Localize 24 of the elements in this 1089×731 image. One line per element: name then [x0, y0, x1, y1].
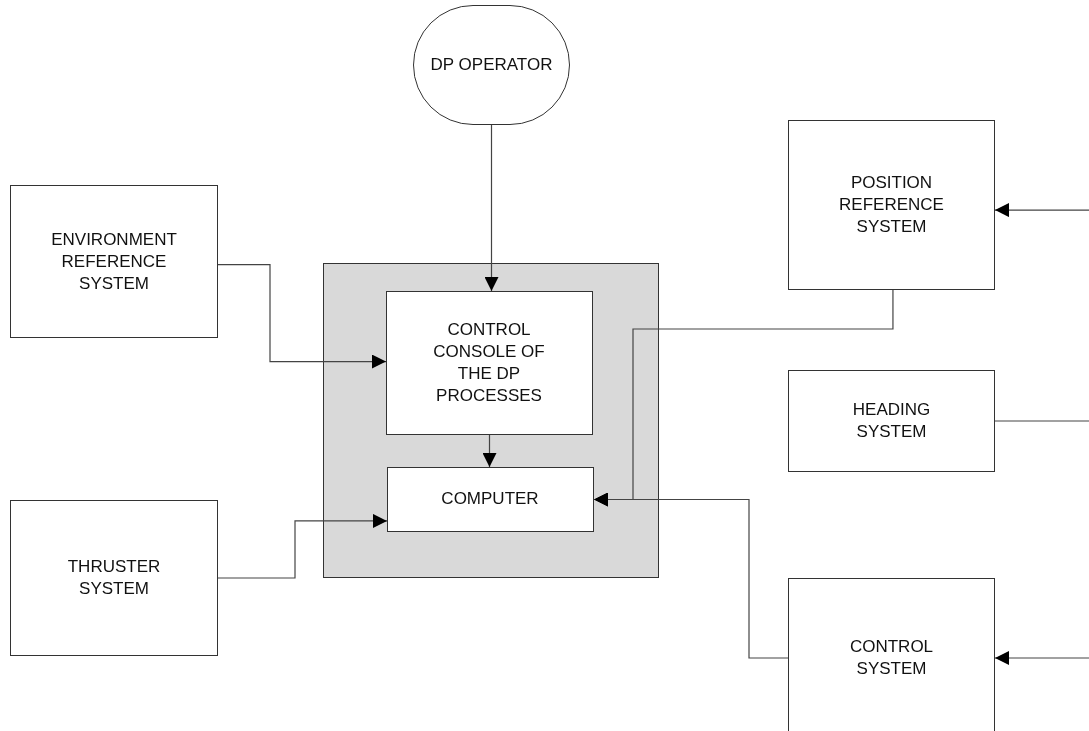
node-label: COMPUTER — [440, 488, 540, 510]
connector-line — [994, 420, 1089, 422]
arrow — [482, 434, 497, 468]
arrow — [217, 513, 388, 579]
arrow — [994, 651, 1089, 665]
node-label: POSITION REFERENCE SYSTEM — [838, 172, 945, 238]
node-label: CONTROL CONSOLE OF THE DP PROCESSES — [432, 318, 546, 407]
process-box — [385, 290, 593, 435]
arrow — [217, 263, 387, 369]
node-label: CONTROL SYSTEM — [848, 636, 935, 680]
process-box — [788, 120, 995, 290]
arrow — [593, 492, 789, 659]
node-label: THRUSTER SYSTEM — [66, 556, 162, 600]
container-box — [323, 263, 659, 578]
process-box — [10, 500, 218, 656]
arrow — [484, 124, 499, 292]
process-box — [10, 185, 218, 338]
node-label: DP OPERATOR — [429, 54, 554, 76]
node-label: ENVIRONMENT REFERENCE SYSTEM — [50, 228, 178, 295]
arrow — [994, 203, 1089, 218]
process-box — [788, 578, 995, 731]
process-box — [386, 466, 594, 532]
process-box — [788, 370, 995, 472]
node-label: HEADING SYSTEM — [851, 399, 932, 443]
